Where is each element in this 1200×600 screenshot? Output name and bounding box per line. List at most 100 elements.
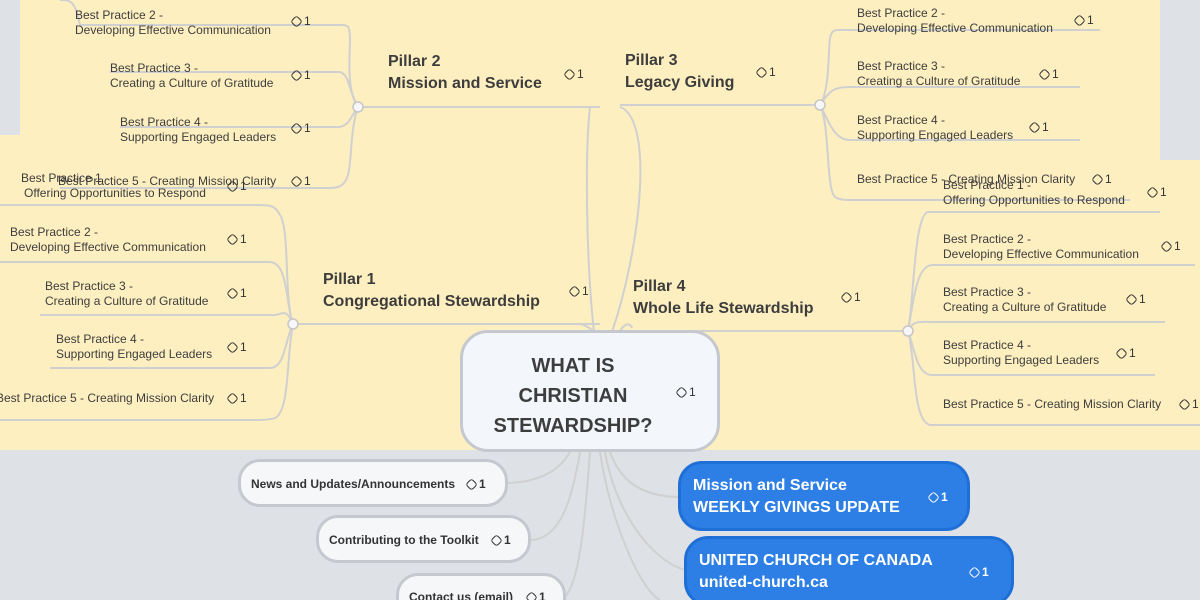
item-title: Best Practice 5 - Creating Mission Clari…: [58, 174, 277, 188]
link-icon: [1028, 121, 1041, 134]
link-icon: [1160, 240, 1173, 253]
item-title: Best Practice 3 -: [110, 61, 199, 75]
link-icon: [927, 491, 940, 504]
pillar-2-node[interactable]: Pillar 2 Mission and Service: [388, 51, 542, 95]
branch-p3-item[interactable]: Best Practice 4 - Supporting Engaged Lea…: [857, 113, 1013, 143]
pillar-1-node[interactable]: Pillar 1 Congregational Stewardship: [323, 269, 540, 313]
link-badge[interactable]: 1: [568, 284, 589, 298]
panel-right-upper: [610, 0, 1160, 160]
link-icon: [568, 285, 581, 298]
link-badge[interactable]: 1: [490, 533, 511, 547]
link-icon: [675, 386, 688, 399]
link-badge[interactable]: 1: [1091, 172, 1112, 186]
node-title: UNITED CHURCH OF CANADA: [699, 552, 933, 569]
item-subtitle: Supporting Engaged Leaders: [120, 130, 277, 144]
link-badge[interactable]: 1: [290, 14, 311, 28]
link-badge[interactable]: 1: [226, 179, 247, 193]
link-badge[interactable]: 1: [1160, 239, 1181, 253]
link-icon: [290, 122, 303, 135]
item-subtitle: Creating a Culture of Gratitude: [943, 300, 1107, 314]
item-title: Best Practice 3 -: [45, 279, 134, 293]
branch-p2-item[interactable]: Best Practice 3 - Creating a Culture of …: [110, 61, 273, 91]
node-subtitle: united-church.ca: [699, 574, 828, 591]
branch-p1-item[interactable]: Best Practice 1 - Offering Opportunities…: [21, 171, 206, 201]
item-title: Best Practice 3 -: [943, 285, 1032, 299]
link-icon: [290, 175, 303, 188]
link-icon: [1038, 68, 1051, 81]
item-subtitle: Developing Effective Communication: [943, 247, 1139, 261]
item-title: Best Practice 5 - Creating Mission Clari…: [943, 397, 1162, 411]
contributing-node[interactable]: Contributing to the Toolkit 1: [316, 515, 531, 563]
branch-p1-item[interactable]: Best Practice 5 - Creating Mission Clari…: [0, 391, 214, 406]
link-badge[interactable]: 1: [226, 340, 247, 354]
link-badge[interactable]: 1: [1073, 13, 1094, 27]
branch-p4-item[interactable]: Best Practice 4 - Supporting Engaged Lea…: [943, 338, 1099, 368]
pillar-title: Whole Life Stewardship: [633, 300, 814, 317]
branch-p3-item[interactable]: Best Practice 2 - Developing Effective C…: [857, 6, 1053, 36]
branch-p3-item[interactable]: Best Practice 3 - Creating a Culture of …: [857, 59, 1020, 89]
item-title: Best Practice 2 -: [75, 8, 164, 22]
branch-p4-item[interactable]: Best Practice 2 - Developing Effective C…: [943, 232, 1139, 262]
item-title: Best Practice 4 -: [943, 338, 1032, 352]
news-updates-node[interactable]: News and Updates/Announcements 1: [238, 459, 508, 507]
united-church-node[interactable]: UNITED CHURCH OF CANADA united-church.ca…: [684, 536, 1014, 600]
link-icon: [226, 341, 239, 354]
link-badge[interactable]: 1: [1028, 120, 1049, 134]
item-subtitle: Creating a Culture of Gratitude: [45, 294, 209, 308]
link-icon: [1178, 398, 1191, 411]
central-topic[interactable]: WHAT IS CHRISTIAN STEWARDSHIP? 1: [460, 330, 720, 452]
link-badge[interactable]: 1: [290, 68, 311, 82]
pillar-number: Pillar 4: [633, 278, 686, 295]
link-badge[interactable]: 1: [290, 174, 311, 188]
pillar-4-node[interactable]: Pillar 4 Whole Life Stewardship: [633, 276, 813, 320]
link-badge[interactable]: 1: [290, 121, 311, 135]
item-subtitle: Offering Opportunities to Respond: [943, 193, 1125, 207]
item-subtitle: Supporting Engaged Leaders: [943, 353, 1100, 367]
branch-p1-item[interactable]: Best Practice 4 - Supporting Engaged Lea…: [56, 332, 212, 362]
branch-p2-item[interactable]: Best Practice 5 - Creating Mission Clari…: [58, 174, 276, 189]
link-badge[interactable]: 1: [755, 65, 776, 79]
link-badge[interactable]: 1: [226, 232, 247, 246]
item-title: Best Practice 2 -: [10, 225, 99, 239]
link-icon: [968, 566, 981, 579]
link-badge[interactable]: 1: [675, 385, 696, 399]
link-badge[interactable]: 1: [1115, 346, 1136, 360]
branch-p4-item[interactable]: Best Practice 1 - Offering Opportunities…: [943, 178, 1125, 208]
branch-p4-item[interactable]: Best Practice 3 - Creating a Culture of …: [943, 285, 1106, 315]
contact-us-node[interactable]: Contact us (email) 1: [396, 573, 566, 600]
branch-p4-item[interactable]: Best Practice 5 - Creating Mission Clari…: [943, 397, 1161, 412]
link-badge[interactable]: 1: [1178, 397, 1199, 411]
item-title: Best Practice 3 -: [857, 59, 946, 73]
weekly-givings-node[interactable]: Mission and Service WEEKLY GIVINGS UPDAT…: [678, 461, 970, 531]
link-icon: [226, 392, 239, 405]
link-badge[interactable]: 1: [525, 590, 546, 600]
branch-p2-item[interactable]: Best Practice 4 - Supporting Engaged Lea…: [120, 115, 276, 145]
link-icon: [840, 291, 853, 304]
item-subtitle: Developing Effective Communication: [857, 21, 1053, 35]
item-subtitle: Supporting Engaged Leaders: [56, 347, 213, 361]
link-badge[interactable]: 1: [226, 391, 247, 405]
link-badge[interactable]: 1: [968, 565, 989, 579]
item-subtitle: Supporting Engaged Leaders: [857, 128, 1014, 142]
link-badge[interactable]: 1: [840, 290, 861, 304]
branch-p3-item[interactable]: Best Practice 5 - Creating Mission Clari…: [857, 172, 1075, 187]
pillar-number: Pillar 2: [388, 53, 441, 70]
link-icon: [1115, 347, 1128, 360]
branch-p1-item[interactable]: Best Practice 3 - Creating a Culture of …: [45, 279, 208, 309]
link-badge[interactable]: 1: [465, 477, 486, 491]
pillar-title: Legacy Giving: [625, 74, 735, 91]
link-badge[interactable]: 1: [226, 286, 247, 300]
item-title: Best Practice 2 -: [857, 6, 946, 20]
link-icon: [1073, 14, 1086, 27]
link-badge[interactable]: 1: [1038, 67, 1059, 81]
pillar-3-node[interactable]: Pillar 3 Legacy Giving: [625, 50, 734, 94]
branch-p2-item[interactable]: Best Practice 2 - Developing Effective C…: [75, 8, 271, 38]
item-title: Best Practice 4 -: [857, 113, 946, 127]
link-badge[interactable]: 1: [1125, 292, 1146, 306]
branch-p1-item[interactable]: Best Practice 2 - Developing Effective C…: [10, 225, 206, 255]
link-badge[interactable]: 1: [927, 490, 948, 504]
node-title: Mission and Service: [693, 477, 847, 494]
link-badge[interactable]: 1: [1146, 185, 1167, 199]
link-badge[interactable]: 1: [563, 67, 584, 81]
